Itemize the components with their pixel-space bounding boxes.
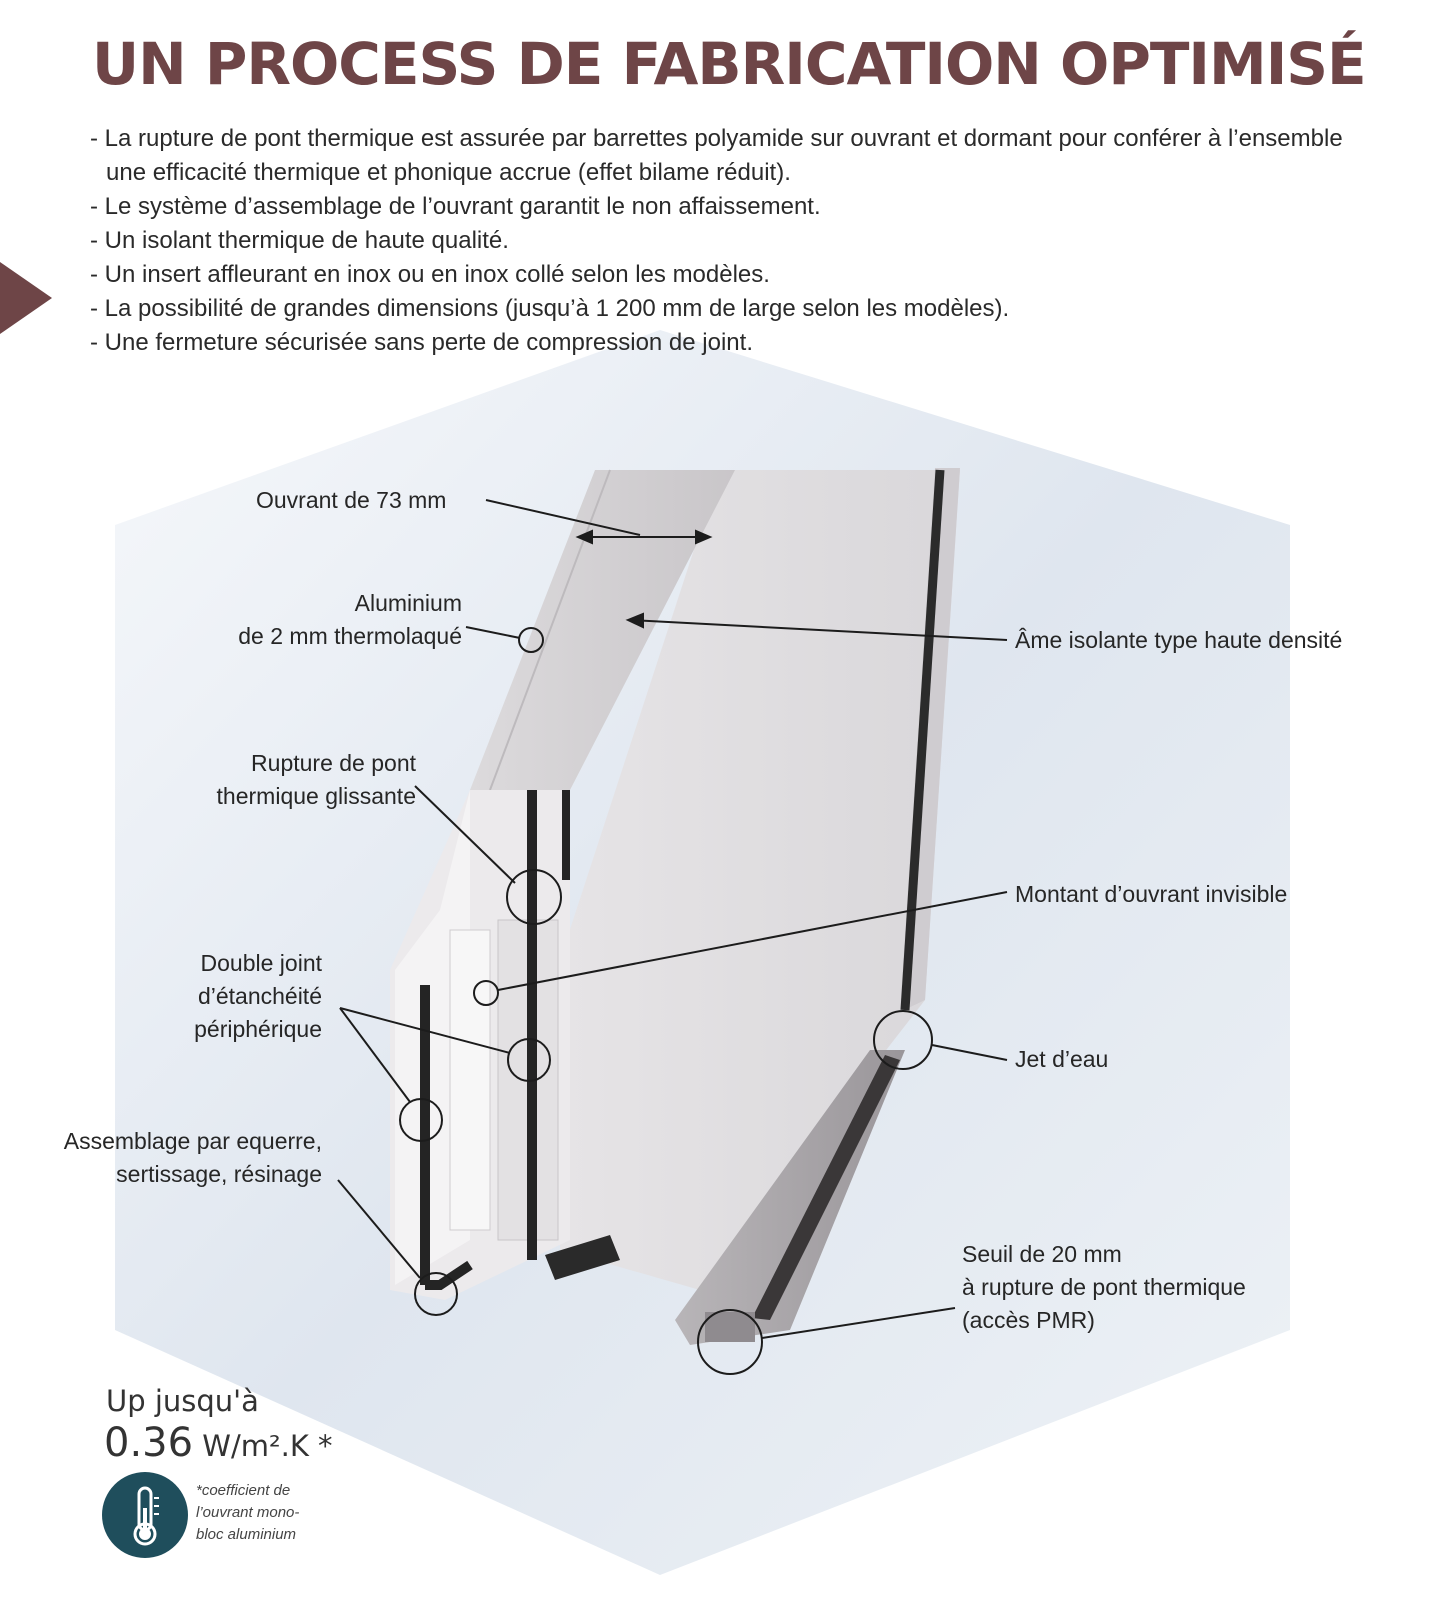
u-value-unit: W/m².K * xyxy=(193,1429,333,1463)
label-double-joint: Double joint d’étanchéité périphérique xyxy=(194,950,322,1042)
gasket-line xyxy=(900,469,945,1011)
callout-circle xyxy=(507,1038,551,1082)
callout-circle xyxy=(414,1272,458,1316)
triangle-arrow-icon xyxy=(0,262,52,334)
panel-face xyxy=(560,470,960,1290)
callout-circle xyxy=(506,869,562,925)
footnote: *coefficient de l’ouvrant mono- bloc alu… xyxy=(196,1482,300,1543)
label-ouvrant: Ouvrant de 73 mm xyxy=(256,487,447,513)
list-item: - Un insert affleurant en inox ou en ino… xyxy=(90,261,770,288)
list-item: - Le système d’assemblage de l’ouvrant g… xyxy=(90,193,821,220)
list-item: - La possibilité de grandes dimensions (… xyxy=(90,295,1010,322)
top-section xyxy=(470,470,735,790)
callout-circle xyxy=(473,980,499,1006)
label-rupture-pont: Rupture de pont thermique glissante xyxy=(216,750,416,809)
page-title: UN PROCESS DE FABRICATION OPTIMISÉ xyxy=(92,30,1367,98)
threshold-sill xyxy=(675,1050,905,1345)
callout-circle xyxy=(697,1309,763,1375)
list-item: - Un isolant thermique de haute qualité. xyxy=(90,227,509,254)
callout-circle xyxy=(873,1010,933,1070)
callout-circle xyxy=(399,1098,443,1142)
performance-prefix: Up jusqu'à xyxy=(106,1384,259,1418)
performance-value: 0.36 W/m².K * xyxy=(104,1420,333,1466)
u-value-number: 0.36 xyxy=(104,1420,194,1466)
label-jet-eau: Jet d’eau xyxy=(1015,1046,1109,1072)
label-seuil: Seuil de 20 mm à rupture de pont thermiq… xyxy=(962,1241,1246,1333)
list-item: - Une fermeture sécurisée sans perte de … xyxy=(90,329,753,356)
label-montant: Montant d’ouvrant invisible xyxy=(1015,881,1288,907)
feature-list: - La rupture de pont thermique est assur… xyxy=(90,122,1350,360)
thermometer-icon xyxy=(102,1472,188,1558)
callout-circle xyxy=(518,627,544,653)
label-ame-isolante: Âme isolante type haute densité xyxy=(1015,627,1343,653)
label-assemblage: Assemblage par equerre, sertissage, rési… xyxy=(63,1128,322,1187)
list-item: - La rupture de pont thermique est assur… xyxy=(90,125,1343,186)
label-aluminium: Aluminium de 2 mm thermolaqué xyxy=(238,590,462,649)
